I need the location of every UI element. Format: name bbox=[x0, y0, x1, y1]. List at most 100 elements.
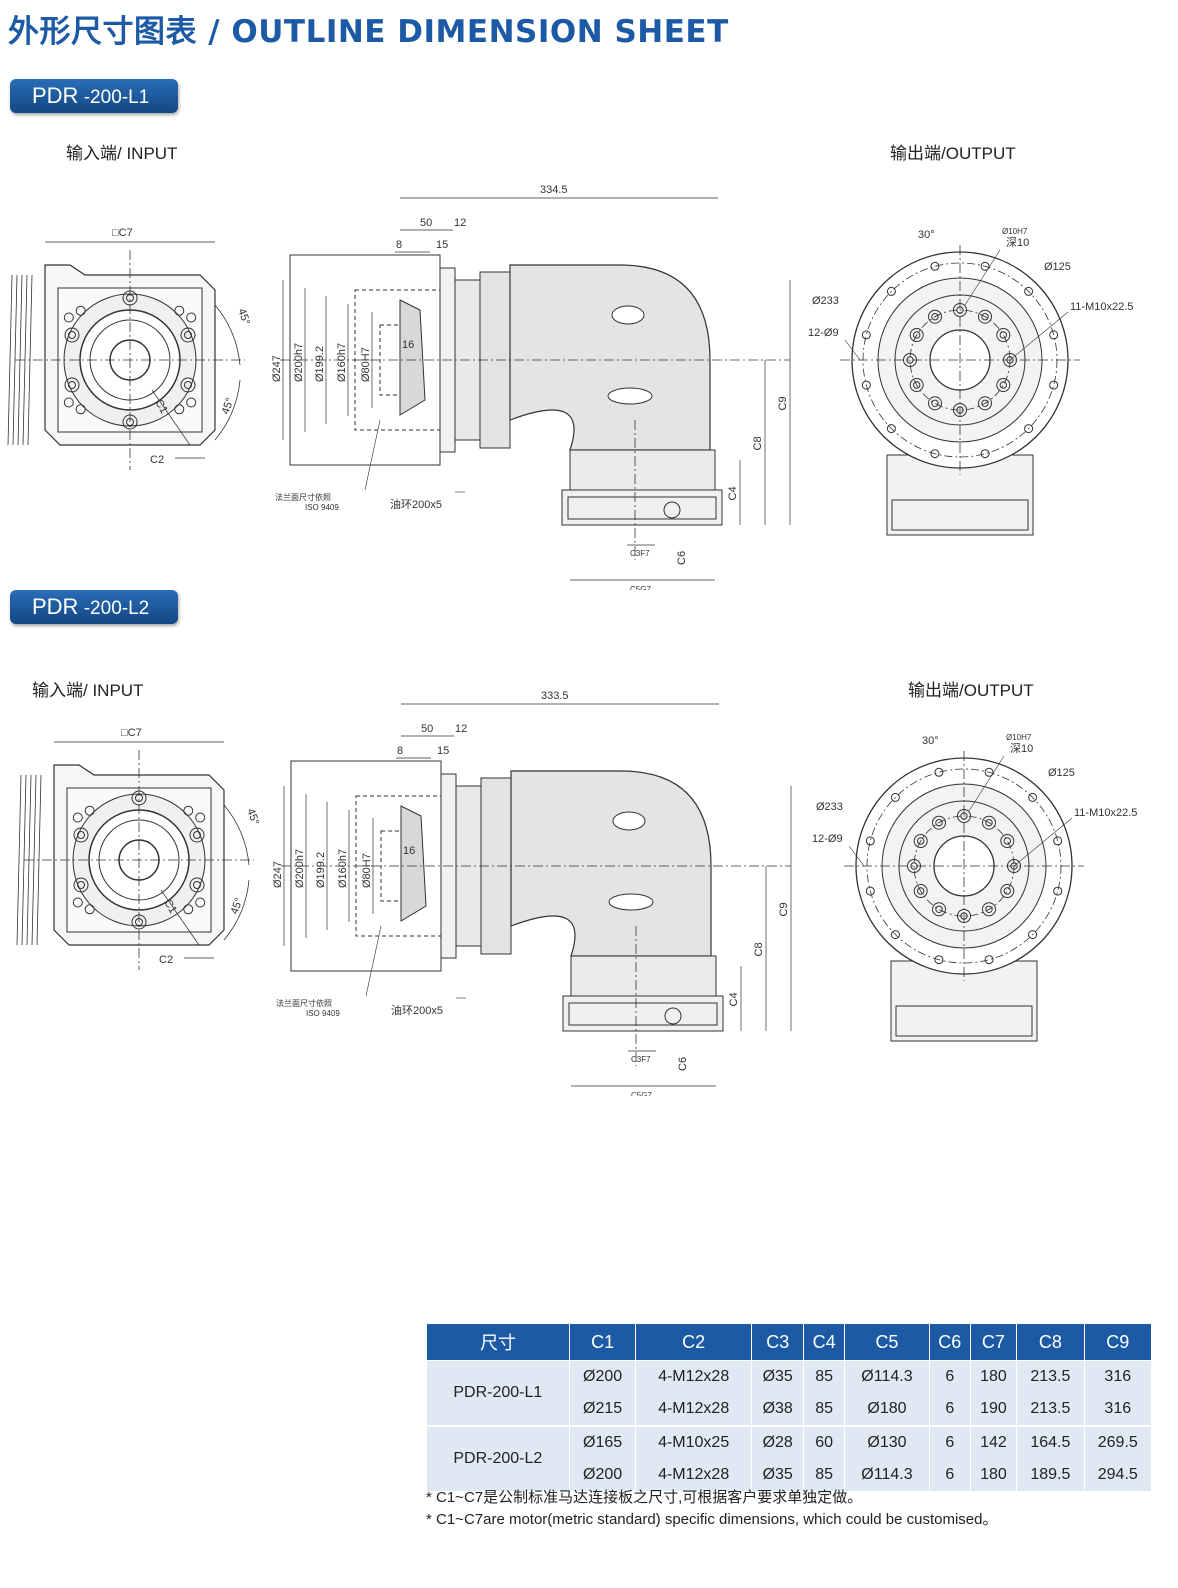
table-header-c8: C8 bbox=[1016, 1323, 1085, 1361]
table-cell: 85 bbox=[803, 1459, 845, 1491]
drawing-circle bbox=[865, 886, 875, 896]
drawing-circle bbox=[980, 449, 990, 459]
table-cell: 269.5 bbox=[1084, 1425, 1153, 1459]
dimension-label: 45° bbox=[244, 807, 261, 827]
drawing-line bbox=[1013, 817, 1073, 867]
drawing-line bbox=[7, 274, 13, 446]
table-cell: 294.5 bbox=[1084, 1459, 1153, 1491]
drawing-line bbox=[22, 274, 28, 446]
drawing-line bbox=[12, 274, 18, 446]
dimension-label: 12-Ø9 bbox=[812, 833, 843, 845]
table-cell: Ø130 bbox=[844, 1425, 930, 1459]
dimension-label: C3F7 bbox=[631, 1055, 651, 1064]
table-cell: 4-M12x28 bbox=[635, 1360, 753, 1393]
drawing-circle bbox=[865, 836, 875, 846]
drawing-circle bbox=[84, 904, 95, 915]
drawing-shape bbox=[561, 489, 723, 526]
drawing-circle bbox=[861, 330, 871, 340]
drawing-circle bbox=[1049, 380, 1059, 390]
dimension-label: 334.5 bbox=[540, 184, 568, 196]
table-header-size: 尺寸 bbox=[425, 1323, 571, 1361]
drawing-circle bbox=[916, 837, 925, 845]
drawing-circle bbox=[996, 328, 1011, 342]
angle-arc bbox=[223, 879, 250, 941]
drawing-circle bbox=[184, 381, 192, 389]
drawing-circle bbox=[999, 381, 1008, 389]
drawing-circle bbox=[1053, 886, 1063, 896]
dimension-label: 16 bbox=[403, 845, 415, 857]
drawing-line bbox=[27, 274, 33, 446]
drawing-circle bbox=[982, 902, 996, 917]
drawing-circle bbox=[913, 834, 928, 848]
coupling bbox=[400, 805, 427, 922]
angle-arc bbox=[214, 379, 241, 441]
drawing-circle bbox=[934, 767, 944, 777]
drawing-circle bbox=[72, 897, 83, 908]
dimension-label: C5G7 bbox=[631, 1091, 652, 1096]
table-cell: Ø28 bbox=[751, 1425, 805, 1459]
input-label: 输入端/ INPUT bbox=[32, 681, 144, 700]
dimension-label: C6 bbox=[676, 551, 688, 565]
drawing-circle bbox=[934, 955, 944, 965]
table-cell: 6 bbox=[929, 1425, 971, 1459]
table-cell: 180 bbox=[970, 1360, 1018, 1393]
dimension-label: Ø199.2 bbox=[315, 852, 327, 888]
drawing-line bbox=[364, 419, 381, 491]
drawing-circle bbox=[186, 397, 197, 408]
drawing-circle bbox=[195, 812, 206, 823]
drawing-circle bbox=[75, 404, 86, 415]
drawing-circle bbox=[984, 767, 994, 777]
table-cell: 4-M12x28 bbox=[635, 1393, 753, 1426]
drawing-line bbox=[21, 774, 27, 946]
drawing-circle bbox=[174, 305, 185, 316]
oil-ring-note: 油环200x5 bbox=[391, 1003, 443, 1017]
dimension-label: 深10 bbox=[1010, 742, 1033, 755]
badge-suffix: -200-L2 bbox=[78, 598, 150, 619]
note-chinese: * C1~C7是公制标准马达连接板之尺寸,可根据客户要求单独定做。 bbox=[426, 1489, 863, 1506]
dimension-label: C6 bbox=[677, 1057, 689, 1071]
dimension-label: C8 bbox=[752, 436, 764, 450]
drawing-circle bbox=[64, 377, 80, 393]
table-cell: Ø165 bbox=[569, 1425, 637, 1459]
drawing-line bbox=[26, 774, 32, 946]
flange-note: 法兰面尺寸依照 bbox=[275, 492, 331, 502]
drawing-circle bbox=[72, 812, 83, 823]
dimension-label: Ø247 bbox=[272, 861, 284, 888]
table-header-c5: C5 bbox=[843, 1323, 930, 1361]
dimension-label: 50 bbox=[420, 217, 432, 229]
table-header-c7: C7 bbox=[969, 1323, 1018, 1361]
dimension-label: Ø80H7 bbox=[361, 853, 373, 888]
table-cell: 4-M12x28 bbox=[635, 1459, 753, 1491]
table-cell: Ø180 bbox=[844, 1393, 930, 1426]
drawing-circle bbox=[77, 881, 85, 889]
drawing-circle bbox=[174, 404, 185, 415]
drawing-circle bbox=[1024, 286, 1034, 296]
dimension-label: C9 bbox=[778, 902, 790, 916]
dimension-label: 11-M10x22.5 bbox=[1070, 301, 1133, 313]
drawing-circle bbox=[1000, 884, 1015, 898]
drawing-line bbox=[844, 339, 861, 361]
dimension-label: C2 bbox=[159, 954, 173, 966]
table-cell: Ø35 bbox=[751, 1459, 805, 1491]
table-cell: 189.5 bbox=[1016, 1459, 1085, 1491]
table-cell: Ø200 bbox=[569, 1459, 637, 1491]
flange-note: 法兰面尺寸依照 bbox=[276, 998, 332, 1008]
table-header-c2: C2 bbox=[635, 1323, 753, 1361]
drawing-circle bbox=[1028, 792, 1038, 802]
dimension-label: □C7 bbox=[121, 727, 142, 739]
output-label: 输出端/OUTPUT bbox=[908, 681, 1034, 700]
drawing-circle bbox=[861, 380, 871, 390]
dimension-label: Ø200h7 bbox=[294, 849, 306, 888]
drawing-circle bbox=[909, 378, 924, 392]
dimension-label: 15 bbox=[437, 745, 449, 757]
dimension-label: 12 bbox=[454, 217, 466, 229]
drawing-circle bbox=[73, 877, 89, 893]
dimension-label: 30° bbox=[918, 229, 935, 241]
drawing-shape bbox=[570, 955, 717, 997]
drawing-circle bbox=[664, 1007, 682, 1025]
drawing-circle bbox=[912, 331, 921, 339]
drawing-circle bbox=[928, 309, 942, 324]
